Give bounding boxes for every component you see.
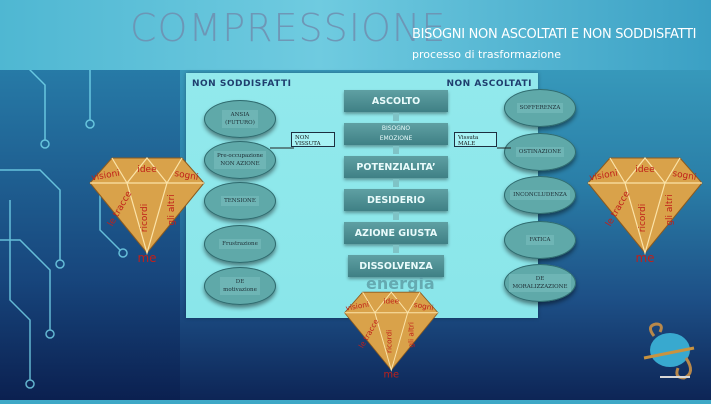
step-desiderio: DESIDERIO (344, 189, 448, 211)
diamond-word: sogni (174, 169, 199, 183)
cloud-text: DE (535, 275, 545, 282)
cloud-label: OSTINAZIONE (515, 146, 565, 158)
energy-label: energia (366, 274, 435, 293)
tag-vissuta-male: Vissuta MALE (454, 132, 497, 147)
diamond-word: sogni (672, 169, 697, 183)
cloud-left: Frustrazione (204, 225, 276, 263)
cloud-text: ANSIA (230, 111, 250, 118)
slide-title: COMPRESSIONE (130, 6, 447, 50)
cloud-right: INCONCLUDENZA (504, 176, 576, 214)
cloud-right: SOFFERENZA (504, 89, 576, 127)
diamond-word: idee (137, 165, 157, 175)
cloud-text: motivazione (223, 287, 257, 293)
step-label: ASCOLTO (371, 95, 421, 107)
diamond-word: gli altri (665, 194, 675, 225)
cloud-label: INCONCLUDENZA (510, 189, 570, 201)
arrow-down-icon (393, 146, 399, 154)
step-bisogno-emozione: BISOGNO EMOZIONE (344, 123, 448, 145)
arrow-right-icon (497, 147, 511, 149)
diamond-word: ricordi (140, 204, 150, 232)
cloud-text: DE (235, 278, 245, 285)
diamond-word: visioni (91, 169, 121, 184)
step-label: DISSOLVENZA (359, 260, 433, 272)
step-label: EMOZIONE (379, 135, 413, 142)
cloud-left: ANSIA (FUTURO) (204, 100, 276, 138)
step-label: DESIDERIO (366, 194, 426, 206)
cloud-label: ANSIA (FUTURO) (222, 109, 258, 129)
left-header: NON SODDISFATTI (192, 79, 292, 89)
diamond-word: visioni (589, 169, 619, 184)
diamond-word: me (137, 251, 156, 263)
cloud-text: OSTINAZIONE (518, 148, 562, 155)
logo (636, 318, 702, 392)
cloud-label: TENSIONE (221, 195, 259, 207)
diamond-shape (344, 291, 439, 371)
cloud-text: TENSIONE (224, 197, 256, 204)
cloud-label: DE motivazione (220, 276, 260, 296)
diamond-word: sogni (413, 300, 434, 312)
step-azione-giusta: AZIONE GIUSTA (344, 222, 448, 244)
title-band (0, 0, 711, 70)
arrow-left-icon (270, 147, 294, 149)
cloud-text: Pre-occupazione (216, 152, 264, 159)
diamond-word: idee (635, 165, 655, 175)
cloud-label: FATICA (526, 234, 554, 246)
right-header: NON ASCOLTATI (446, 79, 532, 89)
diamond-shape (587, 157, 703, 254)
cloud-left: DE motivazione (204, 267, 276, 305)
slide-subtitle: BISOGNI NON ASCOLTATI E NON SODDISFATTI (412, 27, 697, 42)
cloud-text: Frustrazione (222, 240, 258, 247)
cloud-right: FATICA (504, 221, 576, 259)
cloud-text: (FUTURO) (225, 120, 255, 126)
step-label: AZIONE GIUSTA (354, 227, 438, 239)
diamond-word: gli altri (167, 194, 177, 225)
arrow-down-icon (393, 212, 399, 220)
diamond-word: me (635, 251, 654, 263)
cloud-right: OSTINAZIONE (504, 133, 576, 171)
diamond-word: ricordi (384, 330, 393, 353)
tag-non-vissuta: NON VISSUTA (291, 132, 335, 147)
cloud-label: Frustrazione (219, 238, 261, 250)
cloud-text: MORALIZZAZIONE (512, 284, 568, 290)
cloud-label: SOFFERENZA (516, 102, 564, 114)
diamond-word: gli altri (406, 322, 415, 348)
step-potenzialita: POTENZIALITA’ (344, 156, 448, 178)
arrow-down-icon (393, 179, 399, 187)
cloud-text: SOFFERENZA (519, 104, 561, 111)
step-ascolto: ASCOLTO (344, 90, 448, 112)
step-label: BISOGNO (381, 124, 411, 132)
arrow-down-icon (393, 113, 399, 121)
arrow-down-icon (393, 245, 399, 253)
step-label: POTENZIALITA’ (356, 161, 436, 173)
diamond-shape (89, 157, 205, 254)
step-dissolvenza: DISSOLVENZA (348, 255, 444, 277)
diamond-word: ricordi (638, 204, 648, 232)
cloud-left: TENSIONE (204, 182, 276, 220)
cloud-right: DE MORALIZZAZIONE (504, 264, 576, 302)
cloud-text: FATICA (529, 236, 551, 243)
diamond-word: visioni (345, 300, 370, 313)
cloud-label: DE MORALIZZAZIONE (509, 273, 571, 293)
cloud-text: INCONCLUDENZA (513, 191, 567, 198)
slide-subtitle-secondary: processo di trasformazione (412, 48, 562, 61)
diamond-word: idee (383, 297, 399, 306)
diamond-word: me (383, 369, 399, 378)
cloud-text: NON AZIONE (220, 161, 260, 167)
